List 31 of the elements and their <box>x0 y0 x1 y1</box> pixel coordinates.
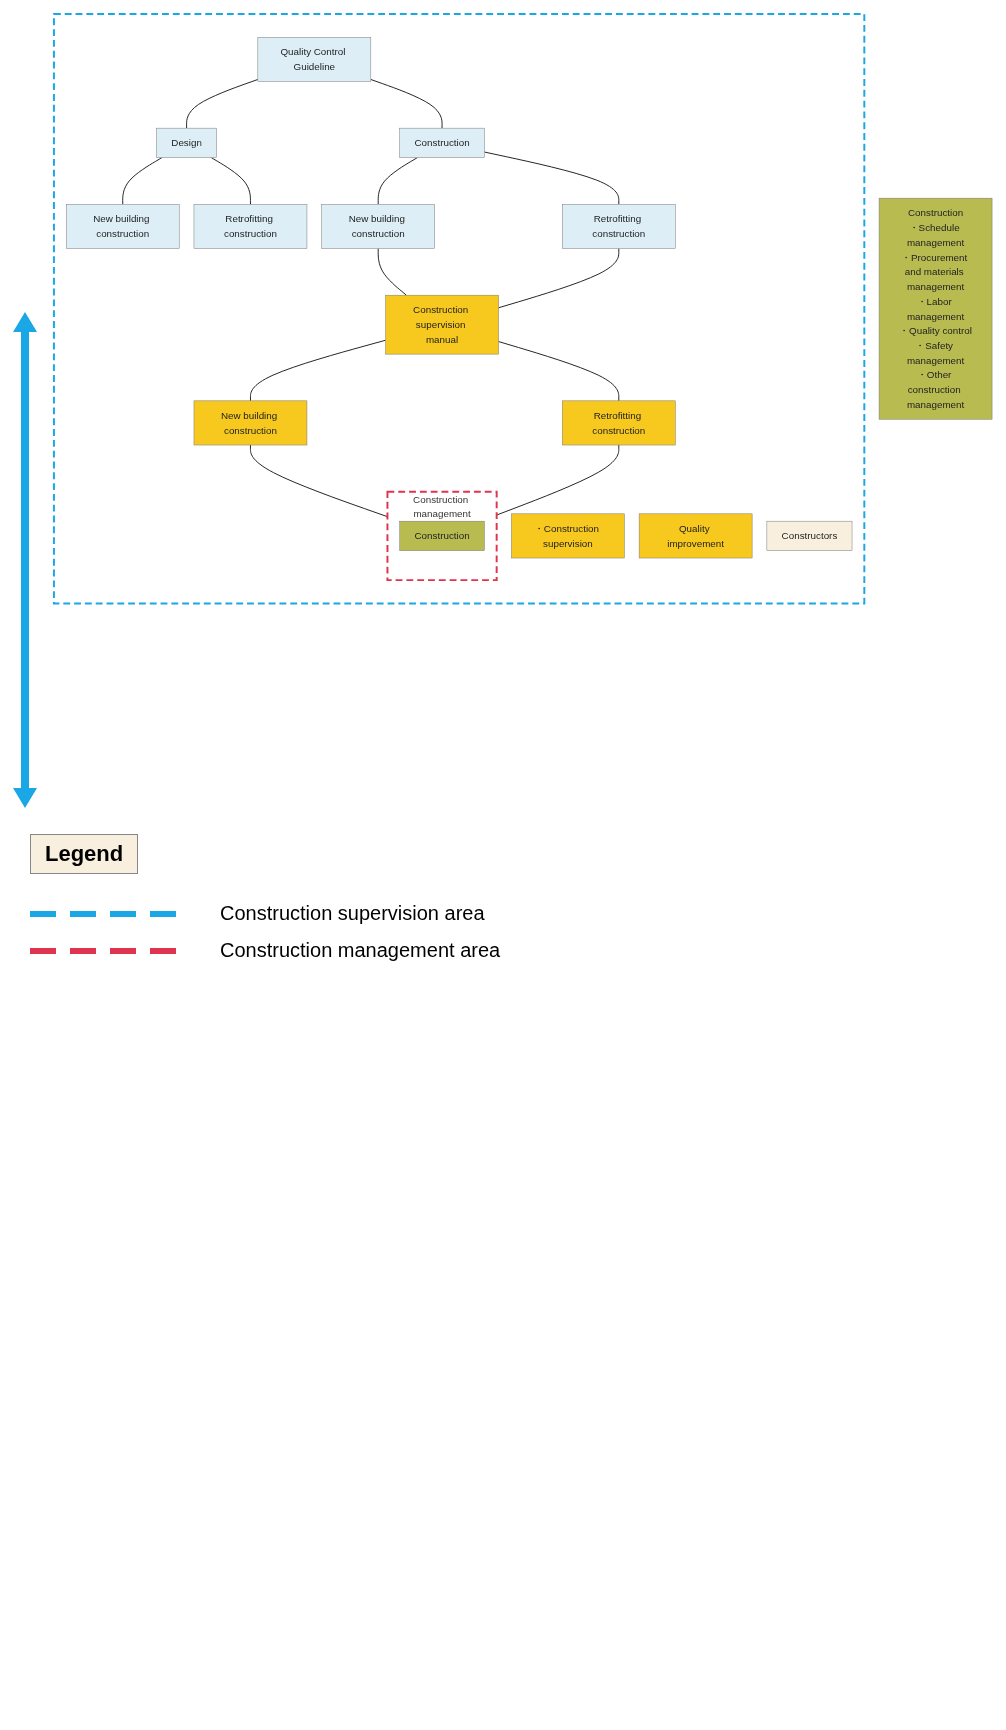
connector <box>122 157 163 205</box>
node-box: Design <box>156 127 217 158</box>
connector <box>377 248 407 296</box>
node-box: New building construction <box>193 400 308 446</box>
node-box: Construction <box>399 127 485 158</box>
connector <box>498 341 620 402</box>
connector <box>249 339 387 402</box>
node-box: Construction <box>399 520 485 551</box>
legend-heading: Legend <box>30 834 139 874</box>
connector <box>249 444 388 518</box>
connector <box>483 151 620 205</box>
connector <box>210 157 251 205</box>
node-box: Construction ・Schedule management ・Procurement and materials management ・Labor management ・Quality control ・Safety management ・Other construction management <box>878 197 993 420</box>
connector <box>186 79 259 129</box>
node-box: Quality improvement <box>638 513 753 559</box>
node-box: Retrofitting construction <box>562 400 676 446</box>
connector <box>370 79 443 129</box>
node-box: Constructors <box>766 520 853 551</box>
cluster <box>52 12 866 605</box>
node-box: Retrofitting construction <box>562 204 676 249</box>
connector <box>498 248 620 309</box>
node-box: Retrofitting construction <box>193 204 308 249</box>
legend-text: Construction supervision area <box>220 902 485 925</box>
legend-text: Construction management area <box>220 939 501 962</box>
node-box: New building construction <box>321 204 435 249</box>
node-box: ・Construction supervision <box>511 513 625 559</box>
node-box: Construction supervision manual <box>385 294 499 355</box>
node-box: New building construction <box>65 204 180 249</box>
node-box: Quality Control Guideline <box>257 37 372 82</box>
connector <box>496 444 620 516</box>
connector <box>377 157 418 205</box>
